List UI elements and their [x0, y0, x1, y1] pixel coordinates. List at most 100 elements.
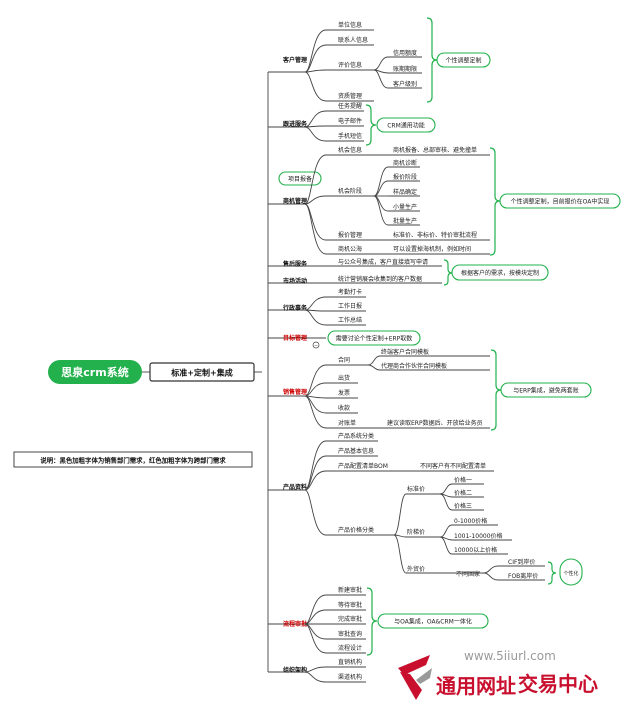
- sales-item[interactable]: 收款: [338, 404, 350, 412]
- customer-item[interactable]: 资质管理: [338, 92, 362, 100]
- admin-item[interactable]: 考勤打卡: [338, 288, 362, 296]
- branch-admin-label[interactable]: 行政事务: [282, 304, 308, 312]
- branch-goal-label[interactable]: 目标管理: [283, 334, 307, 342]
- opportunity-stage[interactable]: 小量生产: [393, 203, 417, 211]
- callout-sales: 与ERP集成，避免两套账: [513, 387, 579, 395]
- center-node[interactable]: 标准+定制+集成: [149, 362, 255, 382]
- branch-org-label[interactable]: 组织架构: [283, 666, 307, 674]
- product-price-type[interactable]: 外贸价: [407, 565, 425, 573]
- product-std-price[interactable]: 价格一: [454, 476, 472, 484]
- opportunity-stage[interactable]: 报价阶段: [393, 173, 417, 181]
- sales-contract-item[interactable]: 代理商合作伙伴合同模板: [381, 362, 447, 370]
- branch-aftersales-label[interactable]: 售后服务: [283, 260, 308, 268]
- branch-admin: 行政事务 考勤打卡 工作日报 工作总结: [282, 288, 366, 326]
- branch-workflow-label[interactable]: 流程审批: [283, 620, 307, 628]
- branch-marketing-label[interactable]: 市场活动: [283, 277, 307, 285]
- branch-marketing: 市场活动 统计营销展会收集到的客户数据 根据客户的需求，按模块定制: [283, 259, 549, 286]
- branch-sales: 销售管理 合同 出货 发票 收款 对账单 建议读取ERP数据后、开放给业务员 终…: [283, 348, 592, 431]
- product-std-price[interactable]: 价格三: [454, 502, 472, 510]
- followup-item[interactable]: 任务提醒: [338, 102, 362, 110]
- callout-opportunity: 个性调整定制，目前报价在OA中实现: [511, 198, 610, 206]
- product-foreign-label: 不同国家: [456, 570, 480, 578]
- root-node[interactable]: 思泉crm系统: [48, 360, 142, 384]
- callout-customer: 个性调整定制: [445, 57, 481, 65]
- org-item[interactable]: 直销机构: [338, 658, 362, 666]
- note-box: 说明：黑色加粗字体为销售部门需求，红色加粗字体为跨部门需求: [13, 451, 253, 468]
- product-item[interactable]: 产品价格分类: [338, 526, 374, 534]
- product-item[interactable]: 产品配置清单BOM: [338, 462, 388, 470]
- branch-product: 产品资料 产品系统分类 产品基本信息 产品配置清单BOM 产品价格分类 不同客户…: [283, 432, 583, 586]
- branch-opportunity-label[interactable]: 商机管理: [283, 197, 307, 205]
- branch-customer: 客户管理 单位信息 联系人信息 评价信息 资质管理 信用额度 账期期限 客户级别…: [282, 17, 491, 103]
- org-item[interactable]: 渠道机构: [338, 673, 362, 681]
- followup-item[interactable]: 电子邮件: [338, 117, 362, 125]
- customer-item[interactable]: 单位信息: [338, 21, 362, 29]
- watermark: www.5iiurl.com 通用网址 交易中心: [398, 649, 598, 700]
- root-label: 思泉crm系统: [61, 365, 128, 379]
- customer-item[interactable]: 联系人信息: [338, 36, 368, 44]
- opportunity-item[interactable]: 商机公海: [338, 245, 362, 253]
- callout-aftersales: 根据客户的需求，按模块定制: [461, 269, 539, 277]
- branch-goal: 目标管理 − 需要讨论个性定制+ERP取数: [283, 330, 421, 349]
- sales-item[interactable]: 对账单: [338, 419, 356, 427]
- opportunity-quote-desc: 标准价、非标价、特价审批流程: [393, 231, 477, 239]
- product-item[interactable]: 产品基本信息: [338, 447, 374, 455]
- branch-workflow: 流程审批 新建审批 等待审批 完成审批 审批查询 流程设计 与OA集成，OA&C…: [283, 586, 489, 656]
- callout-goal: 需要讨论个性定制+ERP取数: [336, 335, 413, 343]
- opportunity-stage[interactable]: 样品确定: [393, 188, 417, 196]
- root-connectors: [142, 71, 305, 673]
- product-std-price[interactable]: 价格二: [454, 489, 472, 497]
- product-price-type[interactable]: 阶梯价: [407, 528, 425, 536]
- center-label: 标准+定制+集成: [170, 368, 232, 378]
- customer-eval-item[interactable]: 信用额度: [393, 49, 417, 57]
- opportunity-item[interactable]: 机会信息: [338, 146, 362, 154]
- workflow-item[interactable]: 审批查询: [338, 630, 362, 638]
- sales-item[interactable]: 合同: [338, 356, 350, 364]
- branch-aftersales: 售后服务 与公众号集成，客户直接填写申请: [283, 258, 442, 268]
- product-tier-price[interactable]: 1001-10000价格: [454, 532, 503, 540]
- callout-product: 个性化: [563, 570, 578, 577]
- branch-org: 组织架构 直销机构 渠道机构: [283, 658, 366, 683]
- branch-customer-label[interactable]: 客户管理: [282, 56, 307, 64]
- branch-sales-label[interactable]: 销售管理: [283, 388, 307, 396]
- product-foreign-price[interactable]: FOB离岸价: [508, 572, 538, 580]
- watermark-url: www.5iiurl.com: [464, 649, 556, 663]
- workflow-item[interactable]: 完成审批: [338, 615, 362, 623]
- customer-eval-item[interactable]: 客户级别: [393, 80, 417, 88]
- branch-product-label[interactable]: 产品资料: [283, 483, 307, 491]
- sales-item[interactable]: 出货: [338, 374, 350, 382]
- product-foreign-price[interactable]: CIF到岸价: [508, 559, 535, 566]
- customer-item[interactable]: 评价信息: [338, 61, 362, 69]
- sales-statement-desc: 建议读取ERP数据后、开放给业务员: [387, 419, 483, 427]
- note-text: 说明：黑色加粗字体为销售部门需求，红色加粗字体为跨部门需求: [40, 456, 226, 465]
- product-tier-price[interactable]: 0-1000价格: [454, 517, 487, 525]
- opportunity-tag: 项目报备: [288, 175, 312, 183]
- workflow-item[interactable]: 新建审批: [338, 586, 362, 594]
- customer-eval-item[interactable]: 账期期限: [393, 65, 417, 73]
- product-item[interactable]: 产品系统分类: [338, 432, 374, 440]
- opportunity-info-desc: 商机报备、总部审核、避免撞单: [393, 146, 477, 154]
- product-price-type[interactable]: 标准价: [407, 485, 425, 493]
- product-bom-desc: 不同客户有不同配置清单: [420, 462, 486, 470]
- admin-item[interactable]: 工作日报: [338, 302, 362, 310]
- opportunity-stage[interactable]: 批量生产: [393, 217, 417, 225]
- sales-item[interactable]: 发票: [338, 389, 350, 397]
- branch-followup: 跟进服务 任务提醒 电子邮件 手机短信 CRM通用功能: [283, 102, 436, 146]
- branch-followup-label[interactable]: 跟进服务: [283, 120, 308, 128]
- product-tier-price[interactable]: 10000以上价格: [454, 546, 497, 554]
- opportunity-item[interactable]: 报价管理: [338, 231, 362, 239]
- sales-contract-item[interactable]: 终端客户合同模板: [381, 348, 429, 356]
- opportunity-item[interactable]: 机会阶段: [338, 187, 362, 195]
- followup-item[interactable]: 手机短信: [338, 132, 362, 140]
- callout-workflow: 与OA集成，OA&CRM一体化: [394, 618, 472, 626]
- marketing-desc: 统计营销展会收集到的客户数据: [338, 275, 422, 283]
- workflow-item[interactable]: 等待审批: [338, 601, 362, 609]
- admin-item[interactable]: 工作总结: [338, 316, 362, 324]
- collapse-icon[interactable]: −: [314, 343, 318, 349]
- callout-followup: CRM通用功能: [387, 122, 425, 130]
- workflow-item[interactable]: 流程设计: [338, 644, 362, 652]
- opportunity-stage[interactable]: 商机诊断: [393, 159, 417, 167]
- branch-opportunity: 项目报备 商机管理 机会信息 机会阶段 报价管理 商机公海 商机报备、总部审核、…: [278, 146, 621, 256]
- opportunity-pool-desc: 可以设置掉海机制，例如时间: [393, 245, 471, 253]
